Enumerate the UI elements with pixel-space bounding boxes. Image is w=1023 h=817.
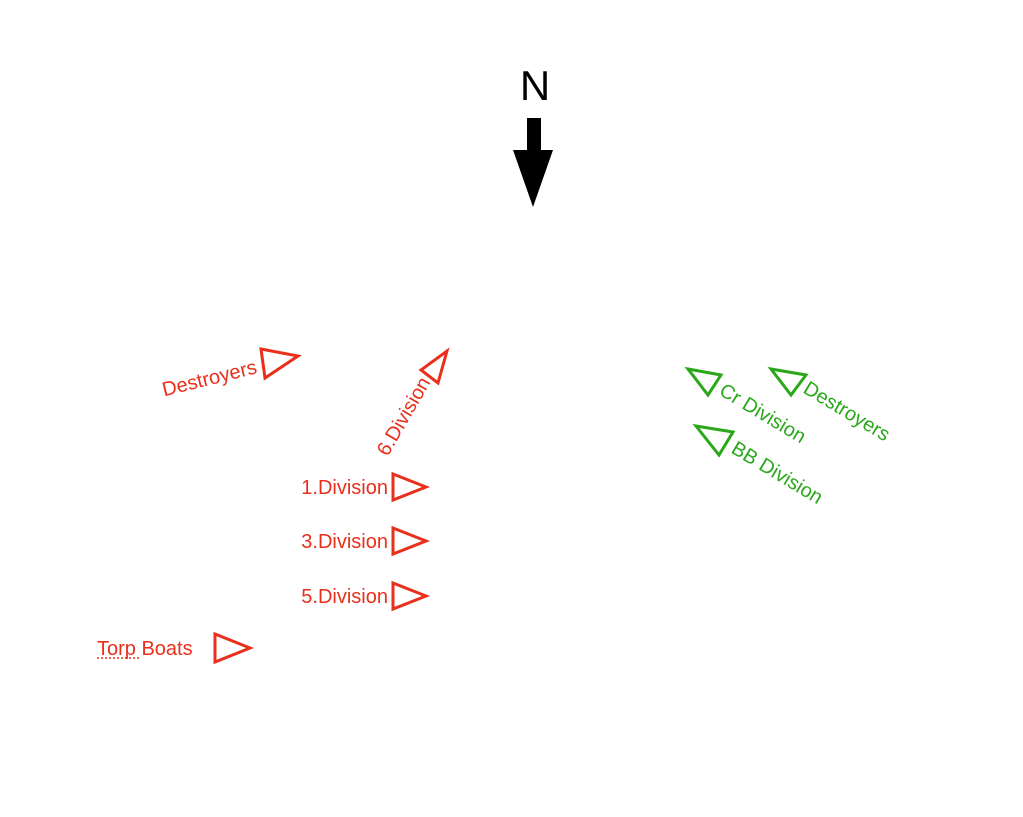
- red-5-division-label: 5.Division: [301, 586, 388, 608]
- red-3-division-triangle-icon: [391, 525, 431, 557]
- green-bb-division-label: BB Division: [727, 437, 826, 509]
- red-destroyers-triangle-icon: [259, 347, 302, 381]
- red-1-division-triangle-icon: [391, 471, 431, 503]
- red-torp-boats-triangle-icon: [213, 631, 255, 665]
- red-6-division: 6.Division: [373, 347, 450, 460]
- green-cr-division-triangle-icon: [684, 366, 724, 398]
- red-3-division: 3.Division: [301, 525, 431, 557]
- red-1-division-label: 1.Division: [301, 477, 388, 499]
- red-6-division-label: 6.Division: [373, 374, 435, 460]
- red-6-division-triangle-icon: [418, 347, 450, 386]
- red-5-division: 5.Division: [301, 580, 431, 612]
- green-bb-division-triangle-icon: [692, 423, 736, 458]
- red-torp-boats: Torp Boats: [97, 631, 255, 665]
- red-destroyers-label: Destroyers: [160, 357, 259, 402]
- green-destroyers-label: Destroyers: [799, 377, 893, 446]
- red-3-division-label: 3.Division: [301, 531, 388, 553]
- red-1-division: 1.Division: [301, 471, 431, 503]
- green-destroyers-triangle-icon: [767, 366, 809, 398]
- green-bb-division: BB Division: [692, 423, 826, 509]
- red-destroyers: Destroyers: [160, 347, 302, 402]
- red-5-division-triangle-icon: [391, 580, 431, 612]
- north-label: N: [520, 62, 550, 109]
- green-cr-division: Cr Division: [684, 366, 810, 448]
- north-arrow-icon: [513, 118, 553, 207]
- red-torp-boats-label: Torp Boats: [97, 638, 193, 660]
